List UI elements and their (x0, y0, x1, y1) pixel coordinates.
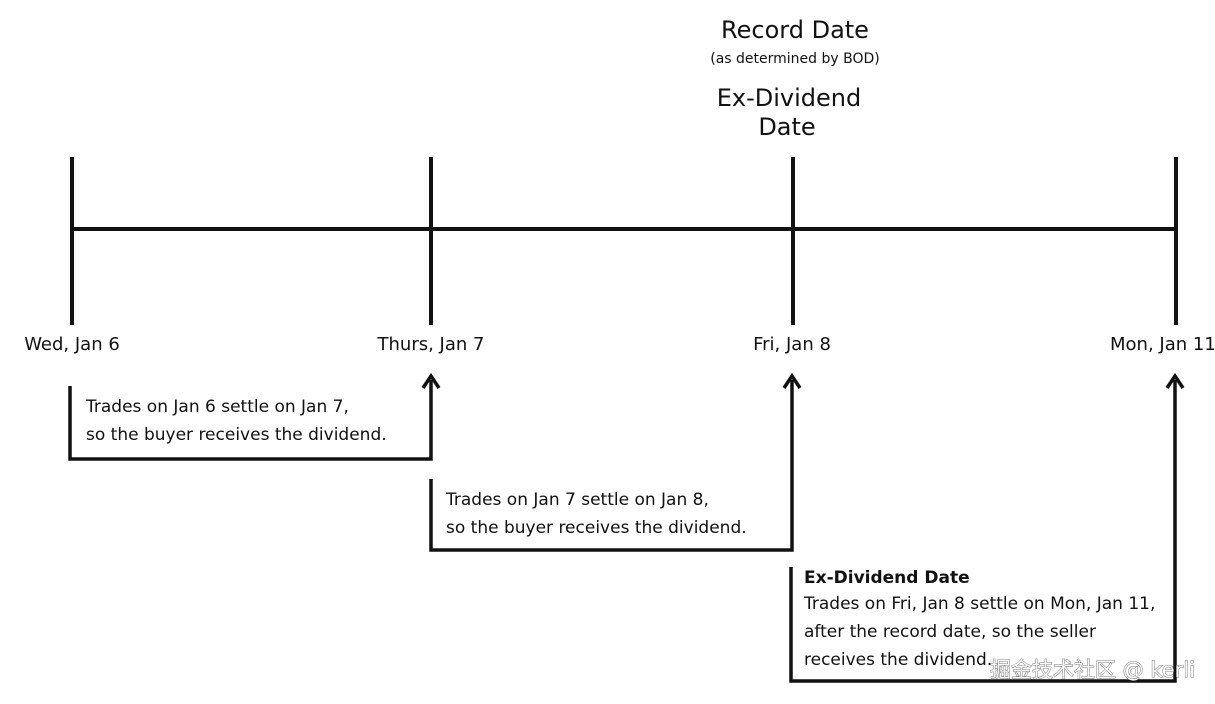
note-1-line-1: Trades on Jan 6 settle on Jan 7, (85, 397, 349, 417)
date-label-jan-8: Fri, Jan 8 (753, 334, 831, 355)
record-date-heading: Record Date (721, 16, 869, 44)
note-3-line-3: receives the dividend. (804, 650, 992, 670)
note-2-line-2: so the buyer receives the dividend. (446, 518, 747, 538)
date-label-jan-6: Wed, Jan 6 (24, 334, 120, 355)
note-3-line-1: Trades on Fri, Jan 8 settle on Mon, Jan … (803, 594, 1155, 614)
date-label-jan-7: Thurs, Jan 7 (377, 334, 485, 355)
settlement-bracket-1 (68, 380, 433, 461)
note-3-line-2: after the record date, so the seller (804, 622, 1096, 642)
arrow-up-icon (1165, 372, 1185, 389)
ex-dividend-heading-line2: Date (758, 113, 815, 141)
settlement-bracket-3 (789, 380, 1177, 683)
watermark: 掘金技术社区 @ kerli (990, 658, 1195, 682)
ex-dividend-heading-line1: Ex-Dividend (717, 84, 862, 112)
arrow-up-icon (782, 372, 802, 389)
date-label-jan-11: Mon, Jan 11 (1110, 334, 1215, 355)
record-date-note: (as determined by BOD) (710, 51, 880, 67)
note-1-line-2: so the buyer receives the dividend. (86, 425, 387, 445)
note-2-line-1: Trades on Jan 7 settle on Jan 8, (445, 490, 709, 510)
settlement-bracket-2 (429, 380, 794, 552)
note-3-title: Ex-Dividend Date (804, 568, 970, 588)
arrow-up-icon (421, 372, 441, 389)
